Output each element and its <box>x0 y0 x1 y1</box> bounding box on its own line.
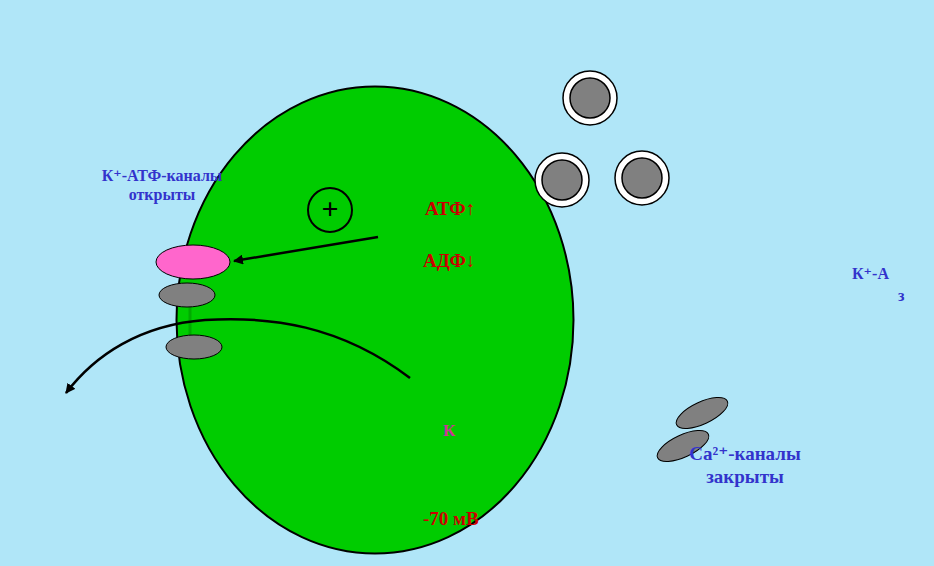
katp-channel <box>156 245 230 359</box>
cell-text: АТФ↑ <box>425 198 475 220</box>
cell-text: -70 мВ <box>423 508 479 530</box>
vesicles <box>535 71 669 207</box>
beta-cell: АТФ↑ АДФ↓ К -70 мВ <box>175 85 575 555</box>
cell-outline <box>175 85 575 555</box>
channel-label: К⁺-АТФ-каналы открыты <box>82 166 242 204</box>
activation-arrow <box>234 237 378 261</box>
cell-text: К <box>443 421 455 441</box>
plus-sign: + <box>321 191 338 227</box>
activation-sign <box>308 188 352 232</box>
cropped-label: К⁺-А <box>852 264 889 283</box>
channel-label: Са²⁺-каналы закрыты <box>650 443 840 489</box>
cropped-label: з <box>898 286 904 305</box>
cell-text: АДФ↓ <box>423 250 475 272</box>
potassium-efflux-arrow <box>66 319 410 393</box>
